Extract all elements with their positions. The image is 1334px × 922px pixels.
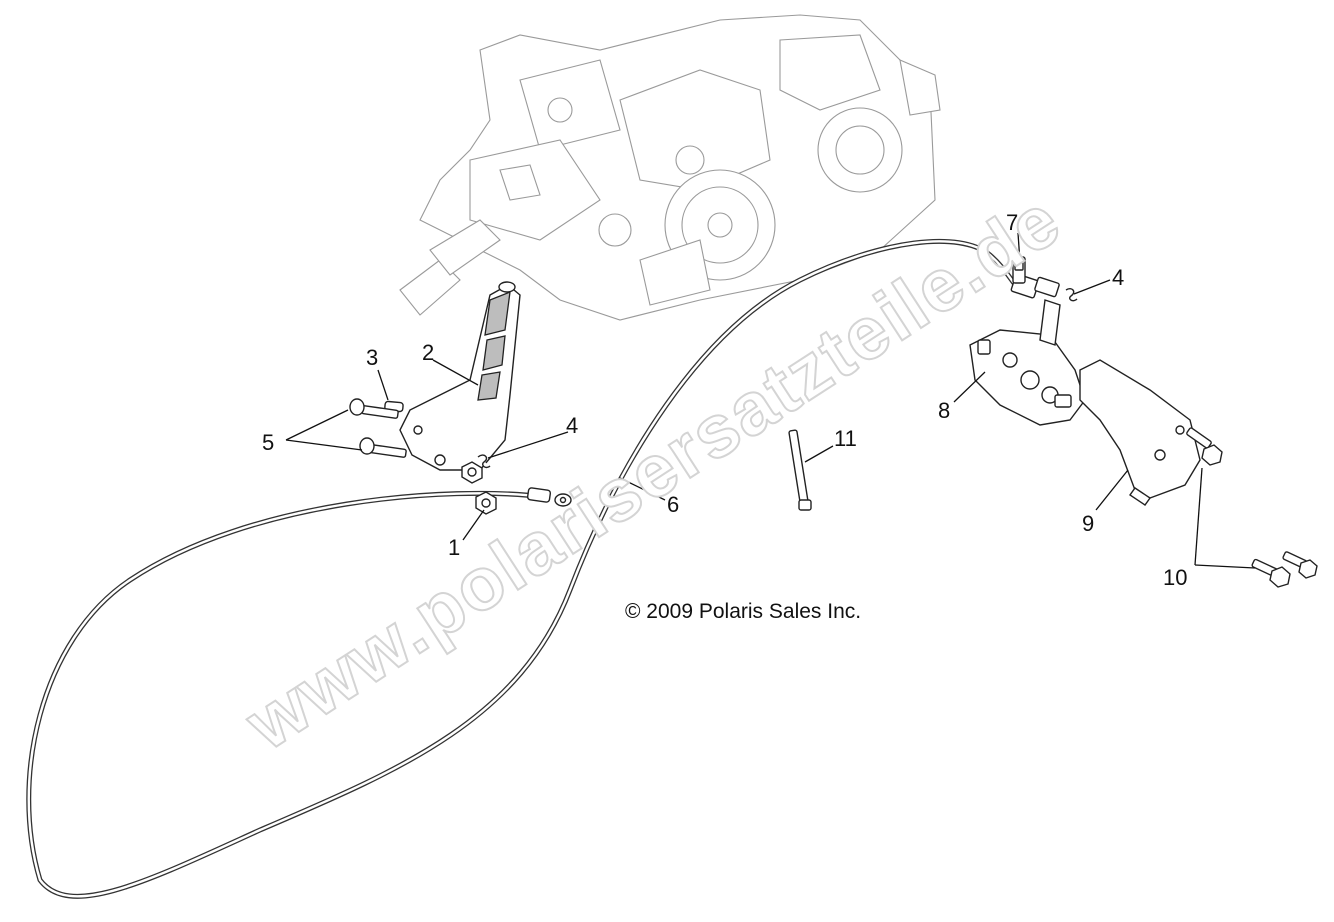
long-bolt	[788, 429, 812, 511]
mounting-bracket	[1079, 359, 1201, 506]
leader-lines	[285, 232, 1256, 569]
callout-4-right: 4	[1112, 265, 1124, 290]
bolts-10	[1186, 427, 1318, 588]
brake-cable	[26, 238, 1060, 899]
callout-2: 2	[422, 340, 434, 365]
bolts-5	[349, 398, 407, 458]
brake-caliper	[969, 299, 1086, 426]
callout-7: 7	[1006, 210, 1018, 235]
clip-4-right	[1065, 287, 1078, 302]
clip-4-left	[477, 454, 491, 469]
callout-6: 6	[667, 492, 679, 517]
nut-1	[475, 491, 497, 515]
brake-lever	[399, 281, 521, 471]
callout-labels: 1 2 3 4 4 5 6 7 8 9 10 11	[262, 210, 1187, 590]
switch-7	[1012, 256, 1026, 284]
callout-8: 8	[938, 398, 950, 423]
nut-lever	[461, 461, 483, 484]
callout-4-left: 4	[566, 413, 578, 438]
callout-5: 5	[262, 430, 274, 455]
copyright-text: © 2009 Polaris Sales Inc.	[625, 600, 861, 623]
callout-3: 3	[366, 345, 378, 370]
callout-11: 11	[834, 426, 857, 451]
callout-10: 10	[1163, 565, 1187, 590]
callout-9: 9	[1082, 511, 1094, 536]
callout-1: 1	[448, 535, 460, 560]
engine-transmission-assembly	[399, 14, 941, 321]
